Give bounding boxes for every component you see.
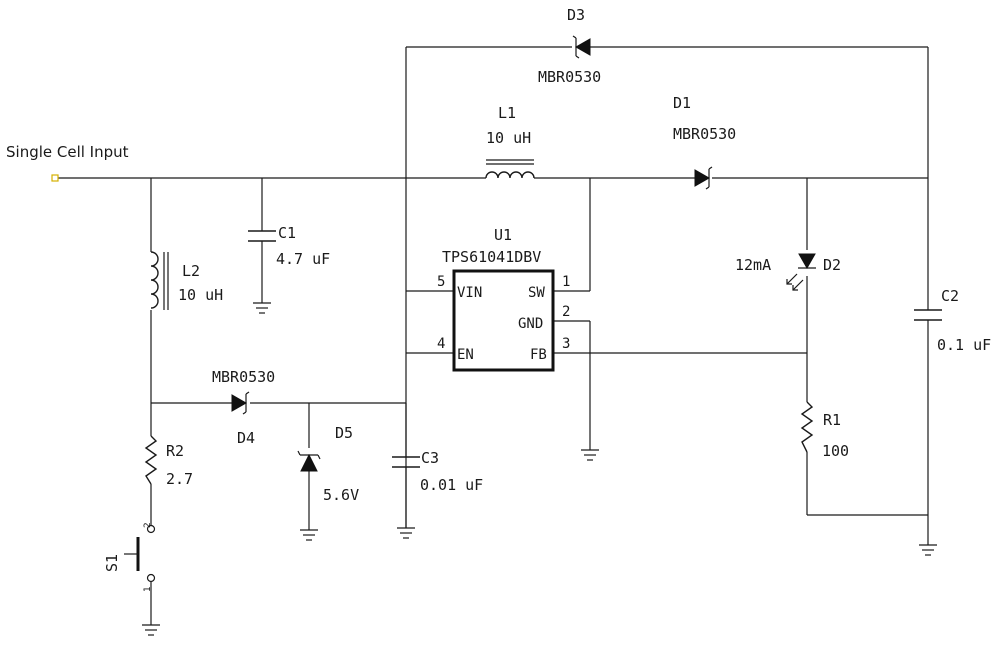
- u1-pin-en: EN: [457, 347, 474, 363]
- ground-c2: [919, 544, 937, 556]
- l2-value: 10 uH: [178, 286, 223, 304]
- c1-capacitor: C1 4.7 uF: [248, 224, 330, 268]
- u1-body: [452, 269, 555, 372]
- c3-ref: C3: [421, 449, 439, 467]
- u1-pin-en-num: 4: [437, 336, 445, 352]
- ground-u1: [581, 449, 599, 461]
- d3-diode: D3 MBR0530: [538, 6, 601, 86]
- l1-inductor: L1 10 uH: [485, 104, 535, 179]
- u1-ic: U1 TPS61041DBV VIN EN SW GND FB 5 4 1 2 …: [437, 226, 570, 372]
- u1-part: TPS61041DBV: [442, 248, 541, 266]
- r1-ref: R1: [823, 411, 841, 429]
- s1-switch: S1 2 1: [103, 522, 156, 592]
- c1-ref: C1: [278, 224, 296, 242]
- d1-ref: D1: [673, 94, 691, 112]
- input-port-marker: [51, 174, 59, 182]
- d2-current: 12mA: [735, 256, 771, 274]
- l2-inductor: L2 10 uH: [150, 251, 223, 310]
- d3-part: MBR0530: [538, 68, 601, 86]
- l1-coil: [485, 171, 535, 179]
- d4-diode: MBR0530 D4: [212, 368, 275, 447]
- c2-value: 0.1 uF: [937, 336, 991, 354]
- c2-capacitor: C2 0.1 uF: [914, 287, 991, 354]
- d1-part: MBR0530: [673, 125, 736, 143]
- c2-ref: C2: [941, 287, 959, 305]
- u1-pin-vin: VIN: [457, 285, 482, 301]
- d4-part: MBR0530: [212, 368, 275, 386]
- r1-value: 100: [822, 442, 849, 460]
- r2-value: 2.7: [166, 470, 193, 488]
- u1-pin-fb: FB: [530, 347, 547, 363]
- s1-pin1: 1: [143, 586, 153, 592]
- s1-ref: S1: [103, 554, 121, 572]
- l1-ref: L1: [498, 104, 516, 122]
- d5-value: 5.6V: [323, 486, 359, 504]
- c3-value: 0.01 uF: [420, 476, 483, 494]
- r2-resistor: R2 2.7: [144, 435, 193, 488]
- l2-ref: L2: [182, 262, 200, 280]
- input-label: Single Cell Input: [6, 143, 129, 161]
- r2-zigzag: [144, 435, 158, 485]
- r1-resistor: R1 100: [800, 401, 849, 460]
- l2-coil: [150, 251, 159, 309]
- u1-ref: U1: [494, 226, 512, 244]
- u1-pin-vin-num: 5: [437, 274, 445, 290]
- ground-c3: [397, 527, 415, 539]
- r1-zigzag: [800, 401, 814, 453]
- u1-pin-gnd-num: 2: [562, 304, 570, 320]
- input-port: Single Cell Input: [6, 143, 129, 182]
- d5-zener: D5 5.6V: [297, 424, 359, 504]
- u1-pin-sw: SW: [528, 285, 545, 301]
- c3-capacitor: C3 0.01 uF: [392, 449, 483, 528]
- d4-ref: D4: [237, 429, 255, 447]
- u1-pin-fb-num: 3: [562, 336, 570, 352]
- c1-value: 4.7 uF: [276, 250, 330, 268]
- d5-ref: D5: [335, 424, 353, 442]
- d2-ref: D2: [823, 256, 841, 274]
- ground-c1: [253, 302, 271, 314]
- r2-ref: R2: [166, 442, 184, 460]
- ground-d5: [300, 529, 318, 541]
- ground-symbols: [142, 302, 937, 636]
- d2-led: 12mA D2: [735, 253, 841, 291]
- l1-value: 10 uH: [486, 129, 531, 147]
- d1-diode: D1 MBR0530: [673, 94, 736, 190]
- ground-s1: [142, 624, 160, 636]
- s1-pin2: 2: [143, 522, 153, 528]
- d3-ref: D3: [567, 6, 585, 24]
- u1-pin-sw-num: 1: [562, 274, 570, 290]
- u1-pin-gnd: GND: [518, 316, 543, 332]
- wires: [58, 46, 929, 625]
